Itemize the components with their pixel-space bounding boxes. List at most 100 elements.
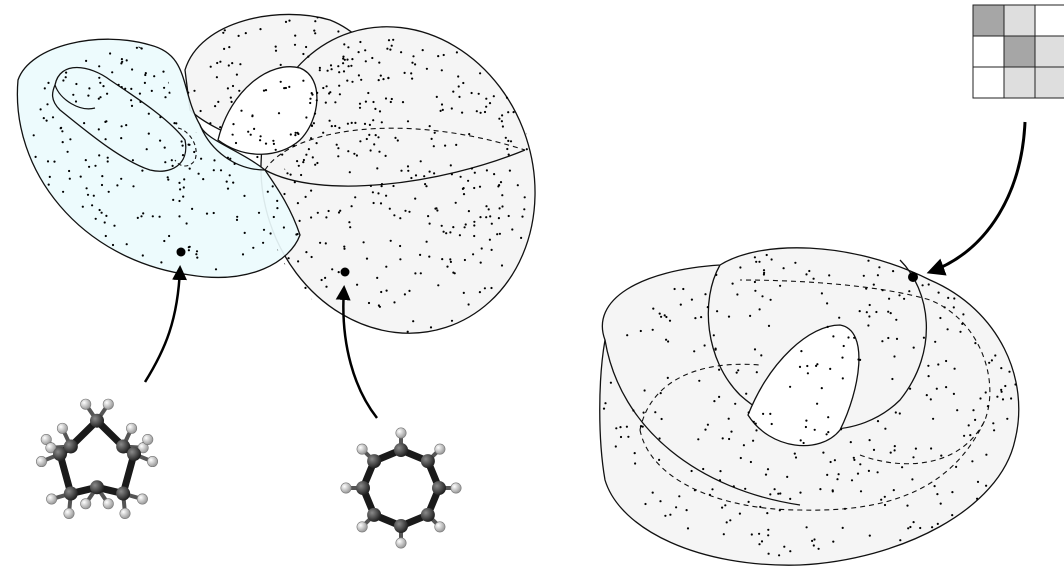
sample-point [288, 257, 290, 259]
sample-point [955, 466, 957, 468]
sample-point [275, 149, 277, 151]
sample-point [373, 143, 375, 145]
sample-point [189, 168, 191, 170]
sample-point [168, 235, 170, 237]
sample-point [137, 217, 139, 219]
carbon-atom [90, 480, 104, 494]
sample-point [713, 400, 715, 402]
sample-point [767, 534, 769, 536]
sample-point [302, 53, 304, 55]
sample-point [953, 393, 955, 395]
sample-point [372, 119, 374, 121]
sample-point [366, 258, 368, 260]
sample-point [295, 132, 297, 134]
sample-point [857, 473, 859, 475]
sample-point [783, 546, 785, 548]
sample-point [359, 103, 361, 105]
sample-point [836, 478, 838, 480]
sample-point [478, 93, 480, 95]
sample-point [877, 274, 879, 276]
sample-point [794, 262, 796, 264]
sample-point [678, 495, 680, 497]
sample-point [480, 262, 482, 264]
sample-point [227, 188, 229, 190]
sample-point [163, 240, 165, 242]
sample-point [280, 64, 282, 66]
sample-point [485, 205, 487, 207]
sample-point [857, 358, 859, 360]
matrix-cell [1004, 36, 1035, 67]
sample-point [316, 142, 318, 144]
sample-point [351, 122, 353, 124]
cyclooctane-molecule [36, 399, 157, 519]
sample-point [359, 41, 361, 43]
sample-point [351, 58, 353, 60]
sample-point [354, 122, 356, 124]
sample-point [407, 165, 409, 167]
sample-point [40, 108, 42, 110]
sample-point [758, 261, 760, 263]
sample-point [294, 35, 296, 37]
sample-point [501, 205, 503, 207]
sample-point [275, 46, 277, 48]
sample-point [521, 216, 523, 218]
sample-point [348, 65, 350, 67]
matrix-cell [1004, 67, 1035, 98]
sample-point [310, 216, 312, 218]
sample-point [433, 145, 435, 147]
sample-point [309, 102, 311, 104]
sample-point [95, 218, 97, 220]
sample-point [304, 287, 306, 289]
sample-point [789, 550, 791, 552]
sample-point [805, 273, 807, 275]
sample-point [892, 270, 894, 272]
sample-point [468, 303, 470, 305]
sample-point [44, 87, 46, 89]
sample-point [838, 473, 840, 475]
sample-point [721, 507, 723, 509]
sample-point [443, 231, 445, 233]
sample-point [887, 337, 889, 339]
sample-point [310, 190, 312, 192]
sample-point [86, 187, 88, 189]
sample-point [338, 71, 340, 73]
sample-point [265, 143, 267, 145]
sample-point [700, 316, 702, 318]
sample-point [760, 354, 762, 356]
sample-point [404, 72, 406, 74]
highlighted-point-gray [341, 268, 350, 277]
sample-point [407, 120, 409, 122]
sample-point [223, 48, 225, 50]
sample-point [829, 368, 831, 370]
sample-point [98, 77, 100, 79]
sample-point [391, 98, 393, 100]
sample-point [770, 299, 772, 301]
sample-point [867, 324, 869, 326]
sample-point [120, 178, 122, 180]
sample-point [819, 488, 821, 490]
sample-point [787, 566, 789, 568]
sample-point [745, 393, 747, 395]
sample-point [954, 368, 956, 370]
sample-point [944, 306, 946, 308]
sample-point [768, 325, 770, 327]
sample-point [390, 101, 392, 103]
sample-point [767, 468, 769, 470]
sample-point [126, 243, 128, 245]
sample-point [1000, 389, 1002, 391]
sample-point [890, 312, 892, 314]
sample-point [945, 386, 947, 388]
sample-point [467, 180, 469, 182]
sample-point [226, 181, 228, 183]
sample-point [938, 292, 940, 294]
sample-point [913, 347, 915, 349]
sample-point [206, 213, 208, 215]
sample-point [759, 506, 761, 508]
sample-point [105, 120, 107, 122]
sample-point [667, 377, 669, 379]
sample-point [923, 337, 925, 339]
sample-point [847, 336, 849, 338]
sample-point [381, 183, 383, 185]
sample-point [713, 334, 715, 336]
sample-point [121, 58, 123, 60]
